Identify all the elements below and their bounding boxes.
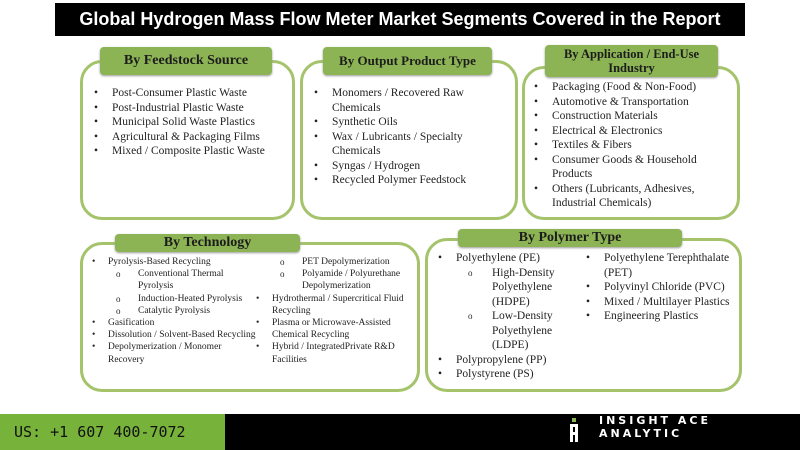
- polymer-list-right: Polyethylene Terephthalate (PET) Polyvin…: [580, 251, 735, 324]
- polymer-heading: By Polymer Type: [458, 229, 682, 247]
- list-item: Synthetic Oils: [308, 115, 508, 130]
- list-item: PET Depolymerization: [250, 256, 418, 268]
- list-item: Syngas / Hydrogen: [308, 159, 508, 174]
- list-item: Others (Lubricants, Adhesives, Industria…: [528, 182, 738, 211]
- output-list: Monomers / Recovered Raw Chemicals Synth…: [308, 86, 508, 188]
- list-item: Hybrid / IntegratedPrivate R&D Facilitie…: [250, 341, 418, 365]
- list-item: Dissolution / Solvent-Based Recycling: [86, 329, 256, 341]
- list-item: Catalytic Pyrolysis: [86, 305, 256, 317]
- list-item: Engineering Plastics: [580, 309, 735, 324]
- list-item: Wax / Lubricants / Specialty Chemicals: [308, 130, 508, 159]
- list-item: Polystyrene (PS): [432, 367, 582, 382]
- list-item: Depolymerization / Monomer Recovery: [86, 341, 256, 365]
- technology-list-left: Pyrolysis-Based Recycling Conventional T…: [86, 256, 256, 366]
- list-item: Conventional Thermal Pyrolysis: [86, 268, 256, 292]
- technology-list-right: PET Depolymerization Polyamide / Polyure…: [250, 256, 418, 366]
- list-item: Pyrolysis-Based Recycling: [86, 256, 256, 268]
- feedstock-list: Post-Consumer Plastic Waste Post-Industr…: [88, 86, 288, 159]
- list-item: Textiles & Fibers: [528, 138, 738, 153]
- page-title: Global Hydrogen Mass Flow Meter Market S…: [55, 3, 745, 36]
- list-item: Municipal Solid Waste Plastics: [88, 115, 288, 130]
- list-item: Polyethylene (PE): [432, 251, 582, 266]
- list-item: Packaging (Food & Non-Food): [528, 80, 738, 95]
- feedstock-heading: By Feedstock Source: [100, 47, 272, 75]
- list-item: Post-Industrial Plastic Waste: [88, 101, 288, 116]
- phone-number: US: +1 607 400-7072: [0, 414, 225, 450]
- list-item: Polyvinyl Chloride (PVC): [580, 280, 735, 295]
- application-heading: By Application / End-Use Industry: [545, 45, 718, 77]
- brand-name: INSIGHT ACE ANALYTIC: [599, 414, 711, 440]
- list-item: Plasma or Microwave-Assisted Chemical Re…: [250, 317, 418, 341]
- footer-bar: [225, 414, 800, 450]
- list-item: Mixed / Composite Plastic Waste: [88, 144, 288, 159]
- technology-heading: By Technology: [115, 234, 300, 252]
- list-item: Polypropylene (PP): [432, 353, 582, 368]
- list-item: Recycled Polymer Feedstock: [308, 173, 508, 188]
- list-item: Hydrothermal / Supercritical Fluid Recyc…: [250, 293, 418, 317]
- output-heading: By Output Product Type: [323, 47, 492, 75]
- list-item: Agricultural & Packaging Films: [88, 130, 288, 145]
- list-item: Polyethylene Terephthalate (PET): [580, 251, 735, 280]
- list-item: High-Density Polyethylene (HDPE): [432, 266, 582, 310]
- list-item: Mixed / Multilayer Plastics: [580, 295, 735, 310]
- application-list: Packaging (Food & Non-Food) Automotive &…: [528, 80, 738, 211]
- list-item: Construction Materials: [528, 109, 738, 124]
- list-item: Monomers / Recovered Raw Chemicals: [308, 86, 508, 115]
- list-item: Automotive & Transportation: [528, 95, 738, 110]
- list-item: Induction-Heated Pyrolysis: [86, 293, 256, 305]
- list-item: Post-Consumer Plastic Waste: [88, 86, 288, 101]
- list-item: Electrical & Electronics: [528, 124, 738, 139]
- list-item: Low-Density Polyethylene (LDPE): [432, 309, 582, 353]
- list-item: Gasification: [86, 317, 256, 329]
- list-item: Consumer Goods & Household Products: [528, 153, 738, 182]
- polymer-list-left: Polyethylene (PE) High-Density Polyethyl…: [432, 251, 582, 382]
- list-item: Polyamide / Polyurethane Depolymerizatio…: [250, 268, 418, 292]
- insight-ace-logo-icon: [570, 418, 578, 442]
